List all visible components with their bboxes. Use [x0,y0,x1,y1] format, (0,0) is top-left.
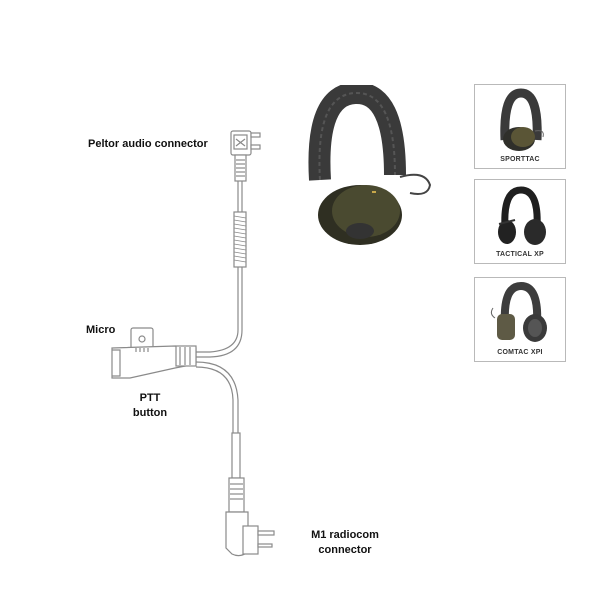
ptt-body-icon [111,327,197,379]
ptt-label-line1: PTT [139,392,161,404]
m1-connector-icon [225,477,275,557]
product-name: SPORTTAC [500,156,540,163]
ptt-label-line2: button [132,407,168,419]
peltor-connector-icon [230,130,261,182]
micro-label: Micro [86,324,116,336]
product-name: TACTICAL XP [496,251,544,258]
m1-label-line1: M1 radiocom [311,529,379,541]
sporttac-headset-icon [500,88,544,151]
product-card-tactical-xp[interactable]: TACTICAL XP [474,179,566,264]
headset-image [308,85,432,245]
tactical-xp-headset-icon [498,186,546,245]
comtac-xpi-headset-icon [490,281,547,342]
product-card-comtac-xpi[interactable]: COMTAC XPI [474,277,566,362]
ptt-button-label: PTT button [125,391,175,421]
m1-connector-label: M1 radiocom connector [305,528,385,558]
m1-label-line2: connector [318,544,372,556]
product-card-sporttac[interactable]: SPORTTAC [474,84,566,169]
peltor-connector-label: Peltor audio connector [88,138,208,150]
product-name: COMTAC XPI [497,349,543,356]
